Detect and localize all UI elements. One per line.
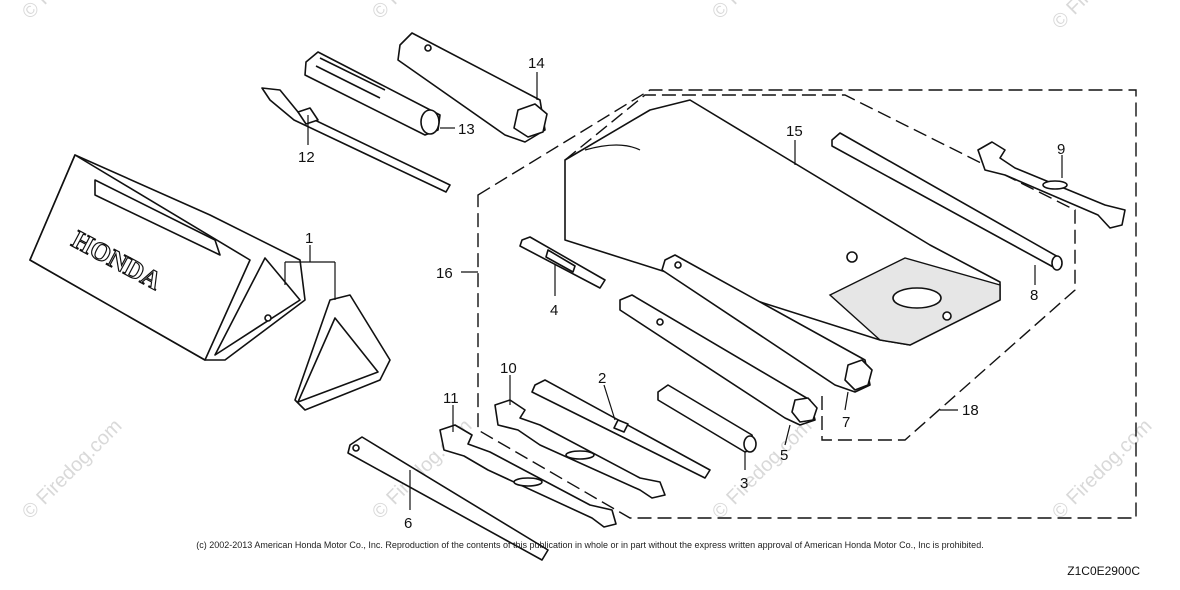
callout-5: 5 [780, 447, 788, 464]
open-end-wrench-11 [439, 424, 617, 528]
callout-4: 4 [550, 302, 558, 319]
watermark: © Firedog.com [708, 0, 817, 24]
pin-spanner [347, 436, 549, 561]
tool-case: HONDA [29, 154, 391, 411]
watermark: © Firedog.com [18, 415, 127, 524]
copyright-notice: (c) 2002-2013 American Honda Motor Co., … [196, 540, 984, 550]
leader-lines [284, 72, 1063, 510]
watermark: © Firedog.com [1048, 415, 1157, 524]
case-boundary [564, 94, 1076, 441]
flat-screwdriver [519, 236, 606, 289]
drawing-code: Z1C0E2900C [1067, 564, 1140, 578]
callout-9: 9 [1057, 141, 1065, 158]
callout-3: 3 [740, 475, 748, 492]
screwdriver-grip [657, 384, 757, 453]
callout-11: 11 [443, 390, 459, 407]
box-spanner-5 [619, 294, 818, 426]
callout-15: 15 [786, 123, 803, 140]
callout-14: 14 [528, 55, 545, 72]
open-end-wrench-10 [494, 399, 666, 499]
callout-18: 18 [962, 402, 979, 419]
watermark: © Firedog.com [1048, 0, 1157, 34]
kit-boundary [477, 89, 1137, 519]
long-box-spanner [661, 254, 873, 393]
screwdriver-handle [304, 51, 441, 136]
tool-bag [564, 99, 1001, 346]
callout-2: 2 [598, 370, 606, 387]
callouts: 1 2 3 4 5 6 7 8 9 10 11 12 13 14 15 16 1… [298, 55, 1065, 532]
box-spanner [397, 32, 548, 143]
callout-6: 6 [404, 515, 412, 532]
watermark: © Firedog.com [18, 0, 127, 24]
watermark: © Firedog.com [368, 0, 477, 24]
open-end-wrench-9 [977, 141, 1126, 229]
screwdriver-bit-2 [531, 379, 711, 479]
callout-1: 1 [305, 230, 313, 247]
callout-13: 13 [458, 121, 475, 138]
callout-16: 16 [436, 265, 453, 282]
callout-12: 12 [298, 149, 315, 166]
callout-7: 7 [842, 414, 850, 431]
callout-10: 10 [500, 360, 517, 377]
screwdriver-bit [261, 87, 451, 193]
extension-bar [831, 132, 1063, 271]
callout-8: 8 [1030, 287, 1038, 304]
